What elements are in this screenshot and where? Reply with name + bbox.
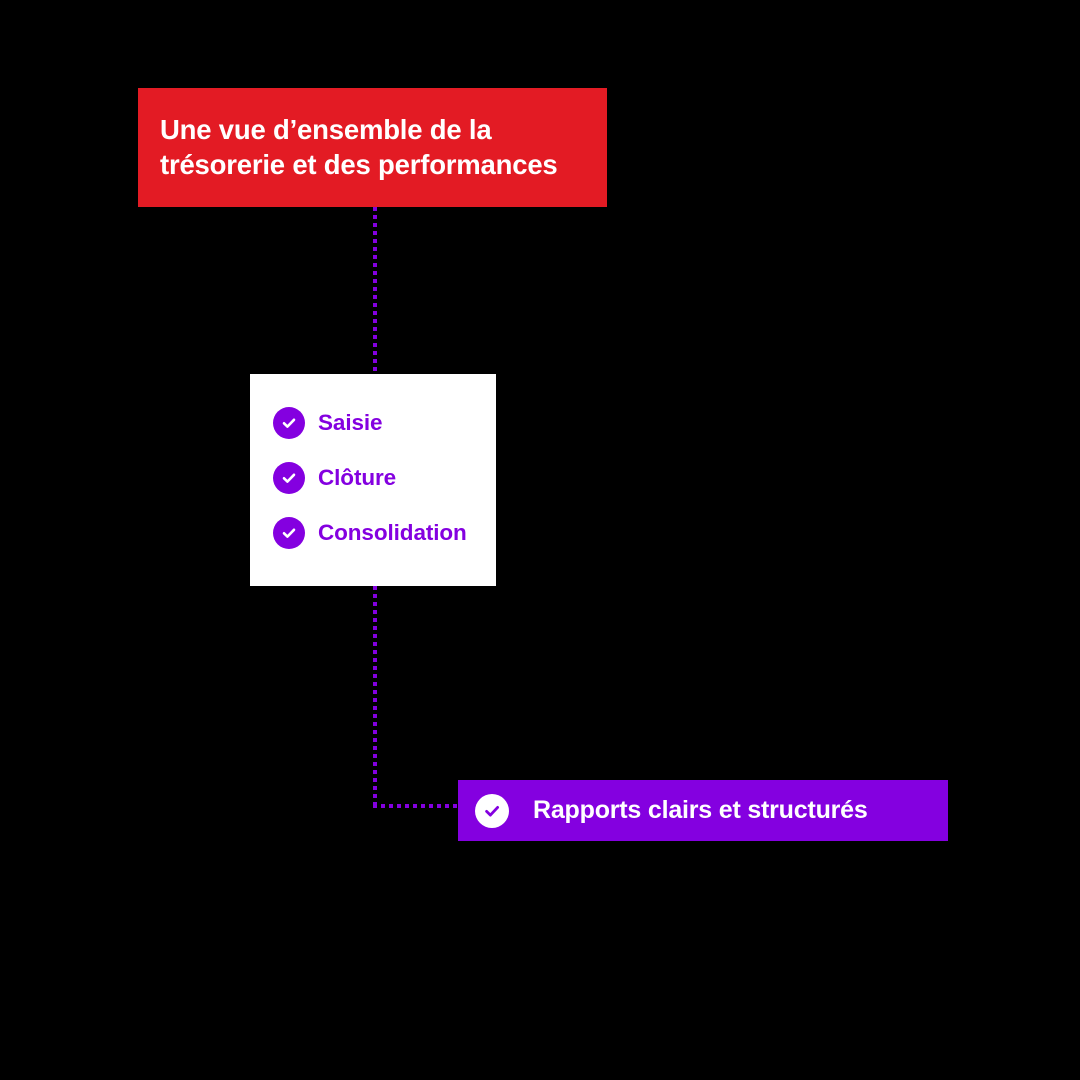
step-label: Clôture: [318, 465, 397, 490]
dotted-line-vertical: [373, 586, 377, 808]
headline-box: Une vue d’ensemble de la trésorerie et d…: [138, 88, 607, 207]
list-item: Consolidation: [273, 517, 496, 549]
step-label: Consolidation: [318, 520, 467, 545]
result-bar: Rapports clairs et structurés: [458, 780, 948, 841]
headline-text: Une vue d’ensemble de la trésorerie et d…: [160, 113, 558, 180]
step-label: Saisie: [318, 410, 383, 435]
check-circle-icon: [475, 793, 509, 828]
list-item: Saisie: [273, 407, 496, 439]
check-circle-icon: [273, 462, 305, 494]
dotted-line-vertical: [373, 207, 377, 375]
steps-card: Saisie Clôture Consolidation: [250, 374, 496, 586]
dotted-line-horizontal: [373, 804, 460, 808]
list-item: Clôture: [273, 462, 496, 494]
check-circle-icon: [273, 407, 305, 439]
result-bar-label: Rapports clairs et structurés: [533, 796, 868, 824]
check-circle-icon: [273, 517, 305, 549]
